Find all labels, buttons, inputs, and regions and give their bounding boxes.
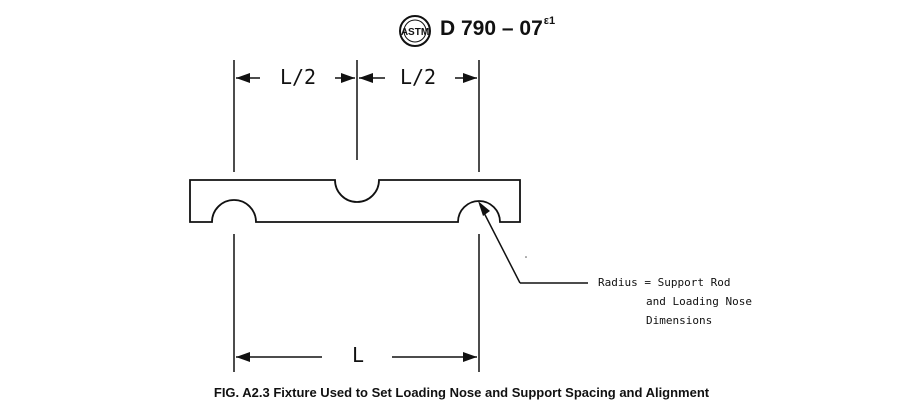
leader-line-diagonal xyxy=(479,204,521,284)
astm-logo-text: ASTM xyxy=(401,27,429,38)
standard-designation: D 790 – 07ε1 xyxy=(440,15,556,41)
radius-note-line3: Dimensions xyxy=(646,314,713,327)
dim-label-span: L xyxy=(352,343,364,367)
figure-caption: FIG. A2.3 Fixture Used to Set Loading No… xyxy=(213,385,710,400)
dim-label-half-right: L/2 xyxy=(400,65,436,89)
designation-superscript: ε1 xyxy=(543,15,556,27)
astm-logo-icon: ASTM xyxy=(399,15,431,47)
leader-arrowhead xyxy=(478,201,490,216)
dim-arrow-span-right xyxy=(463,352,477,362)
radius-note-line2: and Loading Nose xyxy=(646,295,752,308)
dim-arrow-half-right-end xyxy=(463,73,477,83)
dim-arrow-half-right-start xyxy=(359,73,373,83)
radius-note-line1: Radius = Support Rod xyxy=(598,276,731,289)
dim-arrow-span-left xyxy=(236,352,250,362)
designation-text: D 790 – 07 xyxy=(440,17,543,40)
stray-dot xyxy=(525,256,527,258)
document-header: ASTM D 790 – 07ε1 xyxy=(0,14,923,48)
fixture-plate xyxy=(189,179,521,223)
dim-arrow-half-left-end xyxy=(341,73,355,83)
dim-arrow-half-left-start xyxy=(236,73,250,83)
dim-label-half-left: L/2 xyxy=(280,65,316,89)
